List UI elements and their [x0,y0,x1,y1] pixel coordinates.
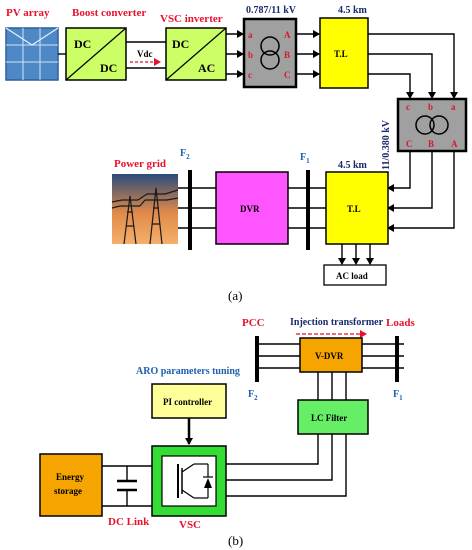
vsc-inverter-block: DC AC [165,27,227,81]
pv-panel-icon [5,27,59,81]
boost-converter-block: DC DC [65,27,127,81]
caption-a: (a) [228,288,242,303]
tl1-t2-wire-a [368,33,458,99]
lc-filter-label: LC Filter [311,413,347,423]
t2-tl2-wire-a [387,151,455,232]
pv-array-label: PV array [6,7,50,19]
transformer1-block: a b c A B C [242,17,298,89]
vsc-label: VSC [179,519,201,531]
capacitor-icon [117,466,137,506]
dvr-label: DVR [240,204,260,214]
energy-storage-label-1: Energy [56,472,84,482]
tl1-label: T.L [334,49,348,59]
t2-phase-C: C [406,139,413,149]
t1-phase-c: c [248,70,252,80]
t2-phase-B: B [428,139,434,149]
lc-filter-block: LC Filter [297,399,369,435]
t2-phase-a: a [451,102,456,112]
transmission-line1-block: T.L [319,17,369,89]
t2-tl2-wire-c [387,151,411,192]
pcc-label: PCC [242,317,265,329]
tl1-t2-wire-c [368,73,414,99]
f1-label-b: F1 [393,389,403,402]
transformer2-block: c b a C B A [396,97,468,153]
injection-transformer-label: Injection transformer [290,317,384,328]
ac-load-block: AC load [323,264,387,286]
t2-tl2-wire-b [387,151,433,212]
power-grid-label: Power grid [114,158,166,170]
f1-label-a: F1 [300,152,310,165]
t2-phase-b: b [428,102,433,112]
t1-phase-C: C [284,70,291,80]
vsc-lc-wire-2 [226,434,333,481]
t2-phase-A: A [451,139,458,149]
energy-storage-block: Energy storage [39,453,103,517]
aro-tuning-label: ARO parameters tuning [136,366,240,377]
vsc-lc-wire-1 [226,434,319,465]
t1-phase-B: B [284,50,290,60]
dvr-block: DVR [215,171,289,245]
vsc-inverter-label: VSC inverter [160,13,223,25]
vdc-label: Vdc [137,49,153,59]
power-grid-image [111,174,179,245]
transmission-line2-block: T.L [325,171,389,245]
ac-load-label: AC load [336,271,368,281]
vsc-bottom-label: AC [198,61,215,75]
loads-label: Loads [386,317,415,329]
f2-label-a: F2 [180,148,190,161]
line2-length: 4.5 km [338,160,368,171]
t1-phase-A: A [284,30,291,40]
transformer1-rating: 0.787/11 kV [246,5,297,16]
t1-phase-a: a [248,30,253,40]
pi-controller-label: PI controller [163,397,212,407]
t2-phase-c: c [406,102,410,112]
boost-bottom-label: DC [100,61,117,75]
energy-storage-label-2: storage [54,486,82,496]
tl1-t2-wire-b [368,53,436,99]
f2-label-b: F2 [248,389,258,402]
dc-link-label: DC Link [108,516,150,528]
vsc-lc-wire-3 [226,434,347,497]
caption-b: (b) [228,533,243,548]
boost-top-label: DC [74,37,91,51]
vsc-block [151,445,227,517]
pi-controller-block: PI controller [151,383,227,419]
transformer2-rating: 11/0.380 kV [381,119,392,170]
line1-length: 4.5 km [338,5,368,16]
vdvr-label: V-DVR [315,351,344,361]
vsc-top-label: DC [172,37,189,51]
t1-phase-b: b [248,50,253,60]
tl2-label: T.L [347,204,361,214]
vdvr-block: V-DVR [299,337,363,373]
boost-converter-label: Boost converter [72,7,146,19]
